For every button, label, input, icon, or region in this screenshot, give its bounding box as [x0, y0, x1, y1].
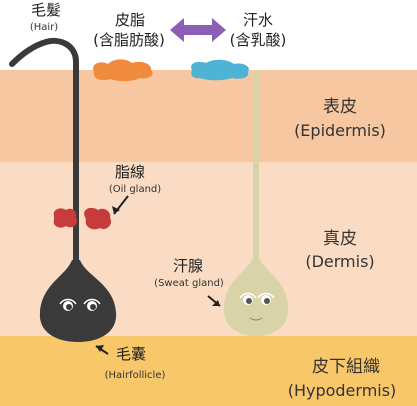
- oil-gland-label-en: (Oil gland): [108, 184, 162, 195]
- hypodermis-layer: [0, 336, 417, 406]
- hair-follicle-label-en: (Hairfollicle): [104, 370, 166, 381]
- sweat-eye-left: [239, 292, 257, 299]
- hair-follicle-bulb: [39, 260, 117, 342]
- sebum-blob: [93, 59, 153, 82]
- sebum-label-zh: 皮脂: [114, 11, 145, 29]
- dermis-label-en: (Dermis): [305, 252, 375, 271]
- oil-gland-label-zh: 脂線: [114, 163, 145, 181]
- sweat-drop-blob: [191, 59, 249, 81]
- sweat-label-zh: 汗水: [242, 11, 273, 29]
- hypodermis-label-zh: 皮下組織: [312, 357, 380, 377]
- sweat-eye-right: [257, 292, 275, 299]
- follicle-eye-left: [59, 298, 77, 305]
- hair-label-en: (Hair): [29, 22, 59, 33]
- oil-gland-left: [53, 208, 78, 228]
- epidermis-layer: [0, 70, 417, 162]
- sweat-gland-mouth: [249, 317, 263, 321]
- epidermis-label-en: (Epidermis): [294, 121, 386, 140]
- sweat-gland-label-zh: 汗腺: [172, 257, 203, 275]
- oil-gland-right: [84, 207, 112, 230]
- sweat-gland-label-en: (Sweat gland): [154, 278, 224, 289]
- sweat-label-sub: (含乳酸): [229, 31, 287, 49]
- hair-follicle-label-zh: 毛囊: [115, 345, 146, 363]
- hair-label-zh: 毛髮: [30, 1, 61, 19]
- follicle-eye-right: [83, 298, 101, 305]
- double-arrow-icon: [170, 18, 226, 42]
- dermis-label-zh: 真皮: [323, 229, 357, 249]
- epidermis-label-zh: 表皮: [323, 97, 357, 117]
- hair-shaft: [9, 38, 79, 303]
- hypodermis-label-en: (Hypodermis): [287, 381, 397, 400]
- sweat-gland-bulb: [223, 260, 289, 336]
- sebum-label-sub: (含脂肪酸): [93, 31, 165, 49]
